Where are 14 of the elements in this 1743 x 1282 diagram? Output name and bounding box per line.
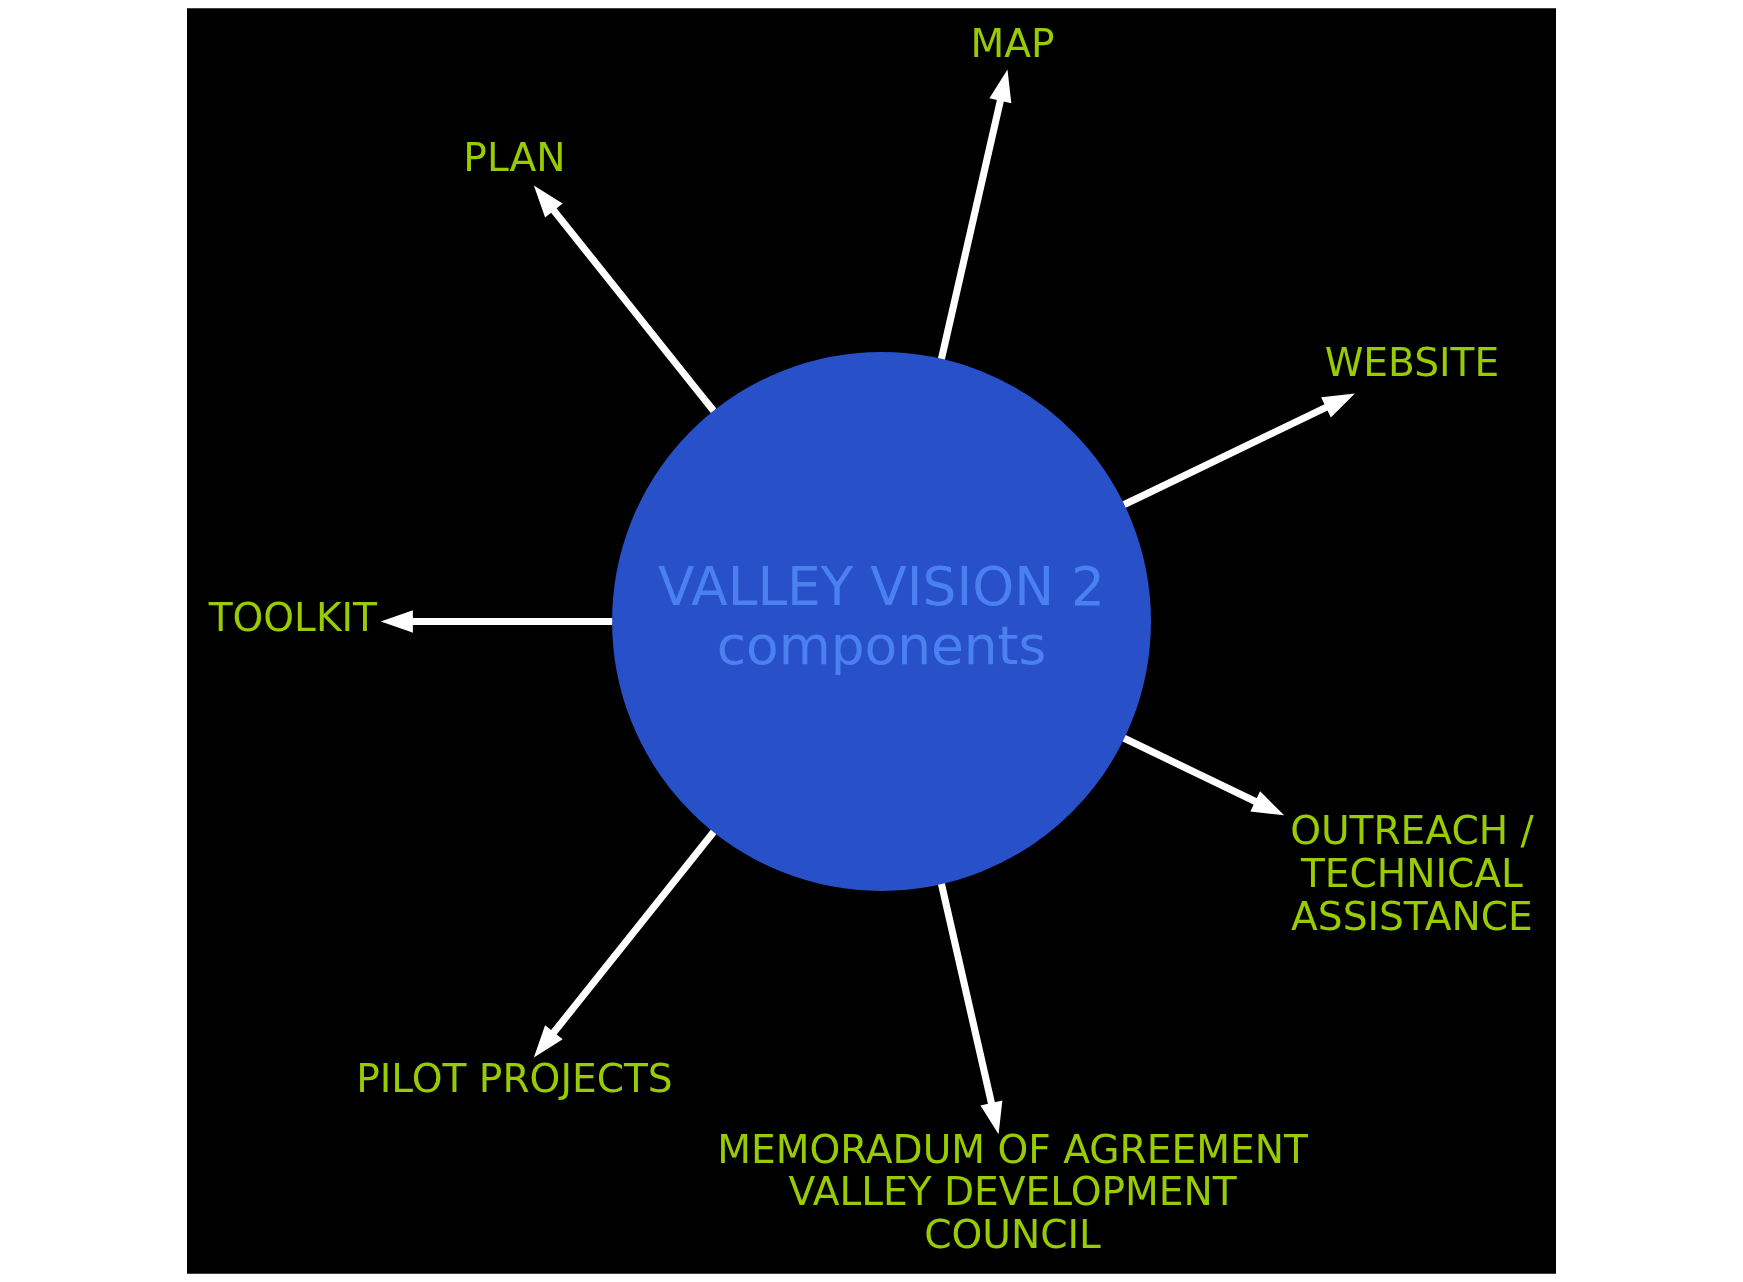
arrow <box>938 69 1012 360</box>
arrow <box>533 829 717 1058</box>
arrow <box>380 610 613 633</box>
node-text: PLAN <box>463 135 566 181</box>
arrow <box>533 185 717 414</box>
node-text: MAP <box>970 21 1055 67</box>
arrow <box>1122 393 1355 508</box>
node-text: OUTREACH / TECHNICAL ASSISTANCE <box>1290 808 1534 939</box>
node-text: MEMORADUM OF AGREEMENT VALLEY DEVELOPMENT COUNCIL <box>717 1126 1308 1258</box>
node-text: PILOT PROJECTS <box>356 1055 673 1101</box>
arrow <box>938 883 1003 1135</box>
arrow <box>1122 735 1285 816</box>
node-text: WEBSITE <box>1324 339 1500 385</box>
node-text: TOOLKIT <box>208 595 377 641</box>
